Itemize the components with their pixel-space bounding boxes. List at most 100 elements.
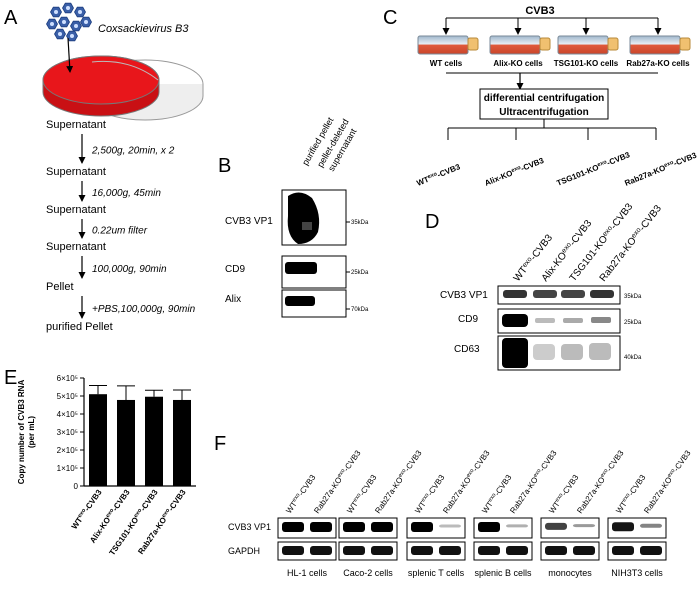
blot-row-label: CVB3 VP1 — [225, 216, 273, 227]
culture-flask-icon — [629, 35, 691, 55]
blot-row-label: Alix — [225, 294, 241, 305]
culture-flask-icon — [489, 35, 551, 55]
blot-band — [282, 546, 304, 555]
cell-type-label: NIH3T3 cells — [611, 568, 663, 578]
flow-condition: 0.22um filter — [92, 226, 148, 237]
panel-d: D WTexo-CVB3Alix-KOexo-CVB3TSG101-KOexo-… — [425, 201, 664, 371]
blot-row-label: CD9 — [225, 264, 245, 275]
product-label: TSG101-KOexo-CVB3 — [555, 150, 631, 188]
product-label: WTexo-CVB3 — [415, 162, 462, 188]
blot-row-label: GAPDH — [228, 546, 260, 556]
kda-marker: 35kDa — [351, 220, 369, 226]
lane-label: Alix-KOexo-CVB3 — [539, 218, 594, 284]
blot-row-label: CVB3 VP1 — [228, 522, 271, 532]
flow-step-label: Supernatant — [46, 166, 106, 178]
blot-band — [310, 522, 332, 532]
y-axis-label: Copy number of CVB3 RNA(per mL) — [17, 380, 36, 485]
culture-flask-icon — [417, 35, 479, 55]
blot-band — [573, 524, 595, 528]
bar — [89, 394, 107, 486]
cell-type-label: HL-1 cells — [287, 568, 328, 578]
blot-band — [506, 546, 528, 555]
petri-dish-icon — [42, 55, 204, 121]
kda-marker: 40kDa — [624, 355, 642, 361]
flow-condition: 100,000g, 90min — [92, 264, 167, 275]
kda-marker: 25kDa — [624, 320, 642, 326]
bar — [173, 399, 191, 486]
process-step: Ultracentrifugation — [499, 107, 588, 118]
culture-flask-icon — [557, 35, 619, 55]
blot-band — [612, 522, 634, 532]
blot-band — [343, 546, 365, 555]
blot-row-label: CD9 — [458, 314, 478, 325]
panel-letter-e: E — [4, 367, 17, 389]
y-tick-label: 2×10⁵ — [57, 446, 78, 455]
blot-band — [545, 522, 567, 530]
panel-letter-f: F — [214, 433, 226, 455]
process-box — [479, 88, 609, 120]
lane-label: Rab27a-KOexo-CVB3 — [642, 448, 693, 515]
panel-letter-c: C — [383, 7, 397, 29]
cell-line-label: WT cells — [430, 59, 463, 68]
blot-band — [478, 546, 500, 555]
panel-c: C CVB3 WT cells Alix-KO cells TSG101-KO ce… — [383, 5, 698, 188]
flow-condition: +PBS,100,000g, 90min — [92, 304, 196, 315]
cell-type-label: Caco-2 cells — [343, 568, 393, 578]
flow-condition: 16,000g, 45min — [92, 188, 161, 199]
blot-row-label: CVB3 VP1 — [440, 290, 488, 301]
x-tick-label: Rab27a-KOexo-CVB3 — [136, 488, 188, 556]
x-tick-label: TSG101-KOexo-CVB3 — [107, 488, 159, 558]
blot-band — [502, 290, 614, 368]
flow-step-label: purified Pellet — [46, 321, 113, 333]
flow-step-label: Supernatant — [46, 119, 106, 131]
kda-marker: 35kDa — [624, 294, 642, 300]
blot-band — [285, 262, 317, 274]
blot-band — [343, 522, 365, 532]
blot-band — [282, 522, 304, 532]
blot-band — [640, 546, 662, 555]
blot-band — [287, 192, 320, 244]
product-label: Rab27a-KOexo-CVB3 — [623, 151, 698, 188]
blot-band — [545, 546, 567, 555]
cell-type-label: monocytes — [548, 568, 592, 578]
bar — [117, 399, 135, 486]
blot-row-label: CD63 — [454, 344, 480, 355]
y-tick-label: 6×10⁵ — [57, 374, 78, 383]
panel-letter-a: A — [4, 7, 18, 29]
blot-band — [371, 522, 393, 532]
cell-line-label: Alix-KO cells — [493, 59, 543, 68]
flow-step-label: Supernatant — [46, 241, 106, 253]
cell-type-label: splenic B cells — [474, 568, 532, 578]
blot-band — [371, 546, 393, 555]
panel-b: B purified pellet pellet-deleted superna… — [218, 115, 369, 318]
y-tick-label: 0 — [74, 482, 79, 491]
cell-type-label: splenic T cells — [408, 568, 465, 578]
flow-condition: 2,500g, 20min, x 2 — [91, 146, 175, 157]
product-label: Alix-KOexo-CVB3 — [483, 156, 545, 188]
cell-line-label: TSG101-KO cells — [554, 59, 619, 68]
blot-band — [506, 524, 528, 528]
kda-marker: 25kDa — [351, 270, 369, 276]
virus-icon — [46, 2, 92, 42]
process-step: differential centrifugation — [484, 93, 605, 104]
blot-band — [478, 522, 500, 532]
panel-letter-d: D — [425, 211, 439, 233]
blot-band — [285, 296, 315, 306]
blot-band — [439, 524, 461, 528]
flow-step-label: Pellet — [46, 281, 74, 293]
blot-band — [439, 546, 461, 555]
bar — [145, 396, 163, 486]
blot-band — [612, 546, 634, 555]
blot-band — [411, 546, 433, 555]
group-title: CVB3 — [525, 5, 554, 17]
blot-band — [411, 522, 433, 532]
flow-step-label: Supernatant — [46, 204, 106, 216]
blot-band — [573, 546, 595, 555]
blot-band — [640, 523, 662, 528]
panel-letter-b: B — [218, 155, 231, 177]
blot-band — [310, 546, 332, 555]
